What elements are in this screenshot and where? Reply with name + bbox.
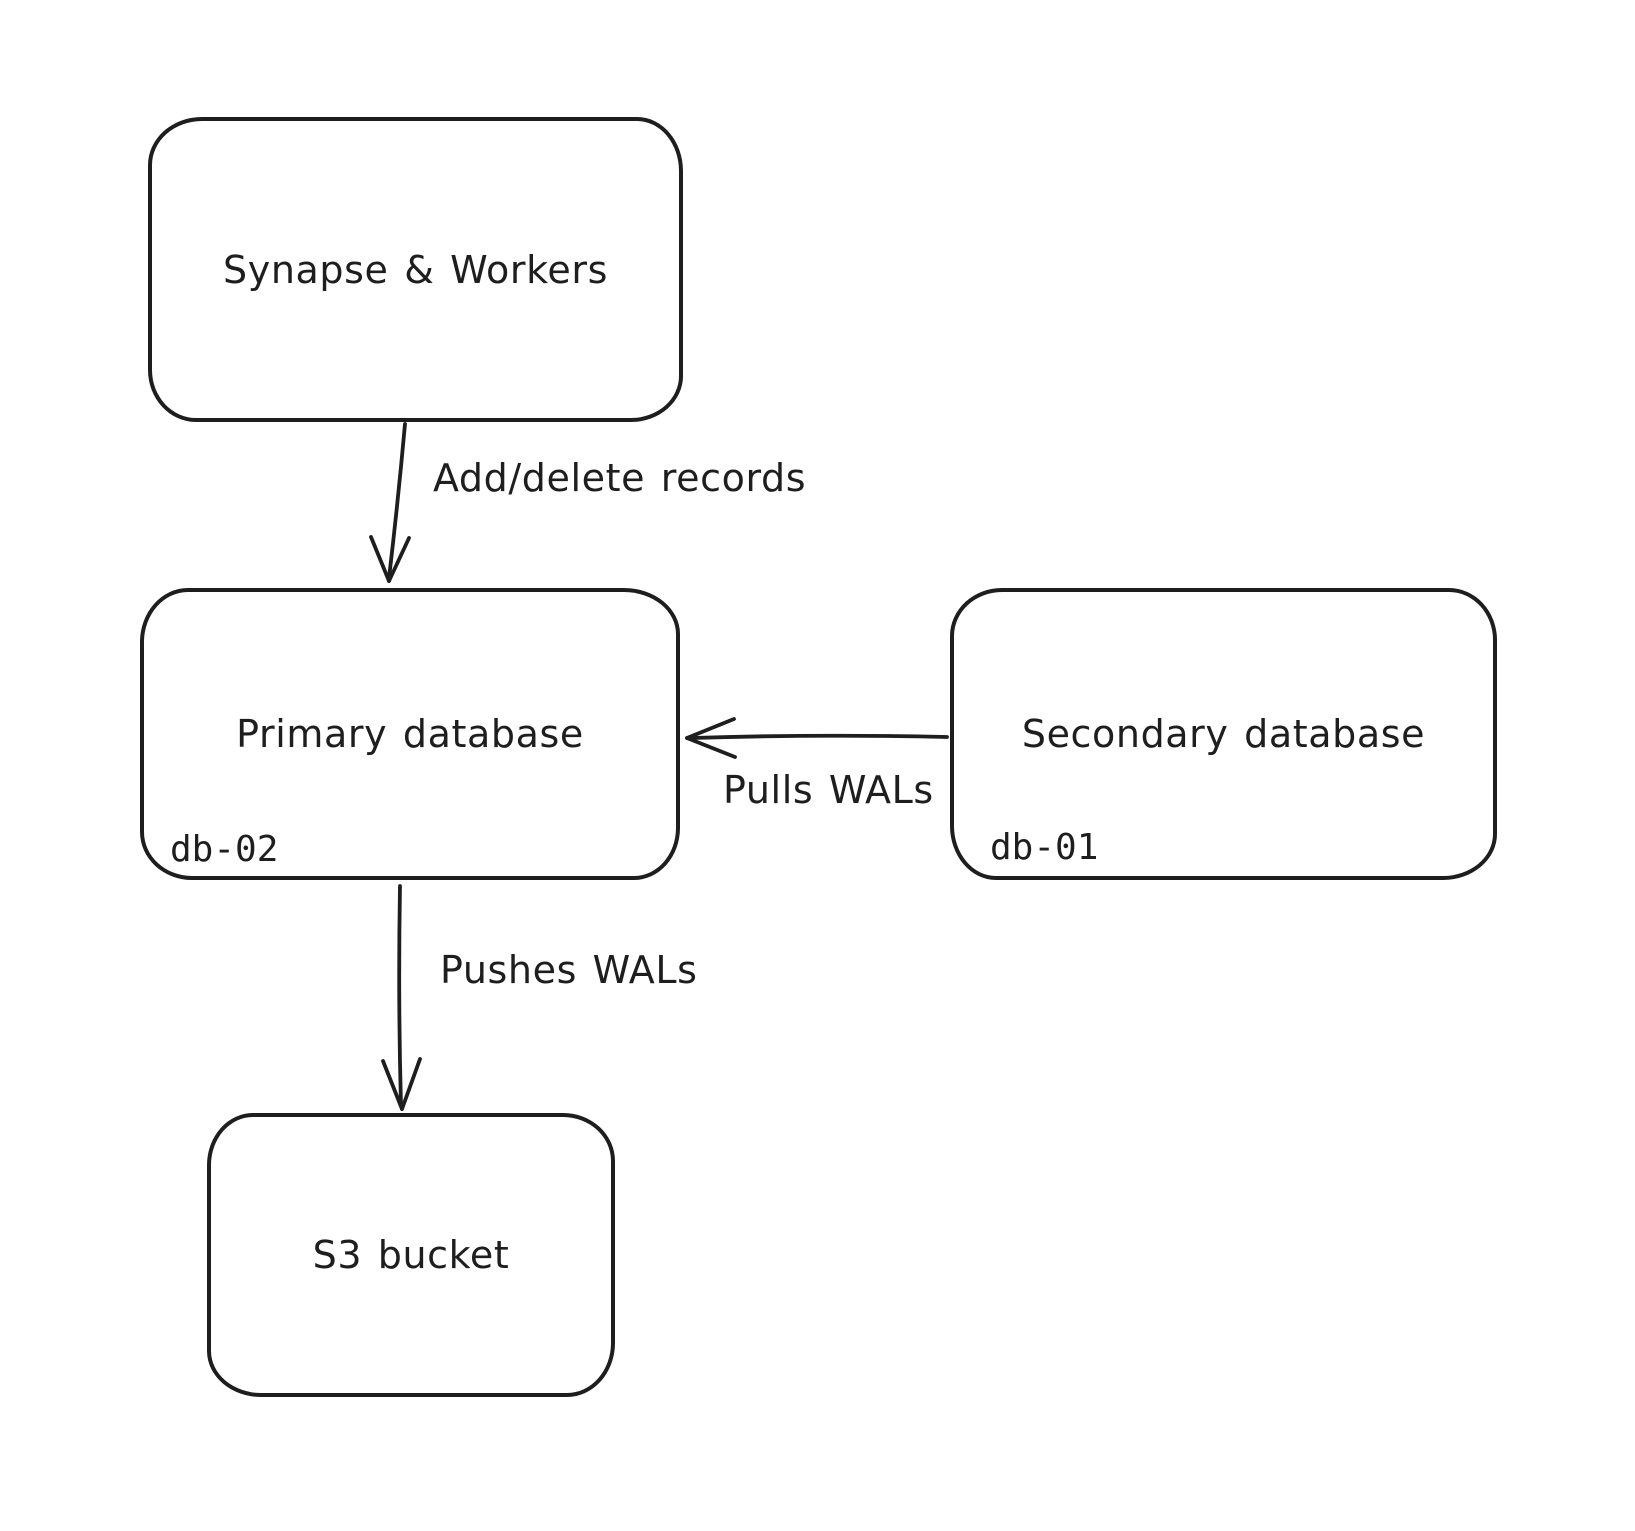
node-primary-database-label: Primary database (236, 712, 584, 756)
node-secondary-database-id-tag: db-01 (990, 827, 1099, 868)
arrow-add-delete-records[interactable] (369, 422, 411, 583)
node-s3-bucket[interactable]: S3 bucket (207, 1113, 615, 1397)
node-s3-bucket-label: S3 bucket (312, 1233, 510, 1277)
node-primary-database[interactable]: Primary database db-02 (140, 588, 680, 880)
edge-label-pulls-wals: Pulls WALs (723, 768, 934, 812)
node-synapse-workers-label: Synapse & Workers (223, 247, 608, 292)
node-primary-database-id-tag: db-02 (170, 829, 279, 870)
node-synapse-workers[interactable]: Synapse & Workers (148, 117, 683, 422)
edge-label-pushes-wals: Pushes WALs (440, 948, 698, 992)
edge-label-add-delete-records: Add/delete records (433, 456, 807, 500)
arrow-pushes-wals[interactable] (381, 884, 422, 1111)
node-secondary-database-label: Secondary database (1021, 712, 1426, 756)
arrow-pulls-wals[interactable] (685, 717, 949, 759)
node-secondary-database[interactable]: Secondary database db-01 (950, 588, 1497, 880)
